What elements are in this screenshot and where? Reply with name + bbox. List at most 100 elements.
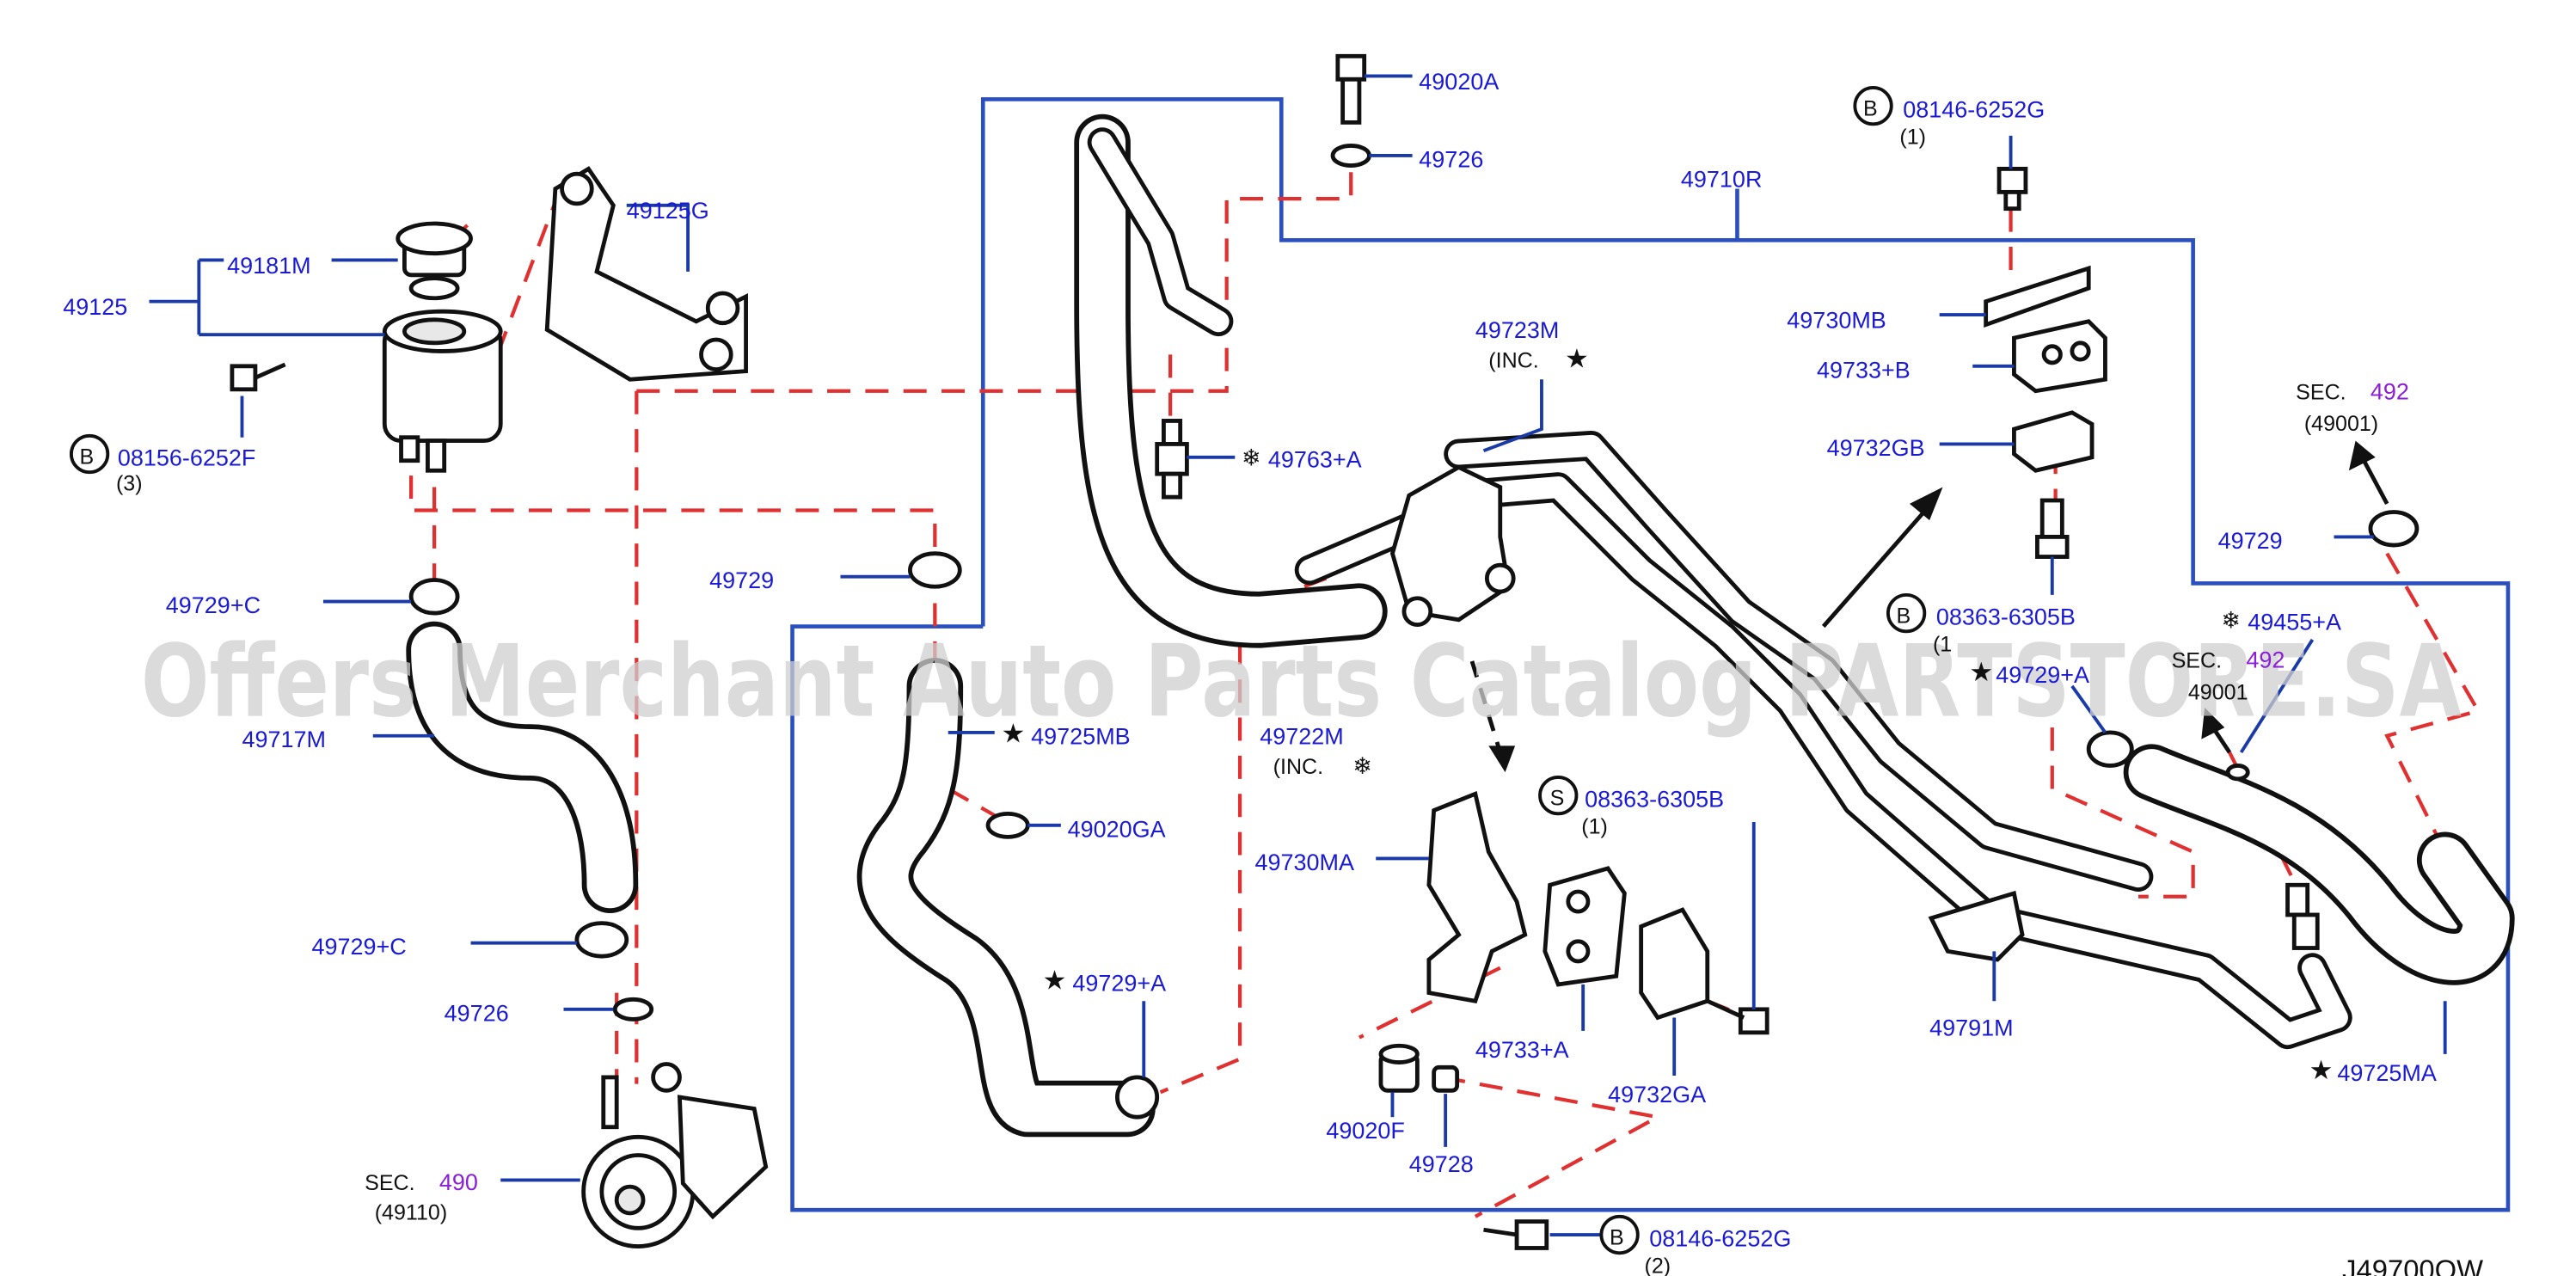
collar-49728 [1432, 1064, 1460, 1093]
label-49732GB[interactable]: 49732GB [1827, 435, 1925, 461]
badge-b-08146-low: B [1599, 1214, 1640, 1255]
label-49455A[interactable]: 49455+A [2248, 609, 2341, 635]
label-49710R[interactable]: 49710R [1681, 167, 1763, 193]
label-49020F[interactable]: 49020F [1326, 1118, 1405, 1144]
label-49729-mid[interactable]: 49729 [709, 567, 774, 593]
label-49125[interactable]: 49125 [63, 294, 127, 320]
reservoir-cap [396, 221, 473, 301]
star-icon: ★ [2309, 1055, 2334, 1085]
snowflake-icon: ❄ [2221, 607, 2241, 633]
label-49723M-inc: (INC. [1488, 349, 1538, 373]
snowflake-icon: ❄ [1352, 753, 1372, 779]
label-49729C-2[interactable]: 49729+C [311, 934, 406, 960]
label-49722M-inc: (INC. [1273, 755, 1323, 779]
clamp-49729-right [2086, 510, 2420, 768]
label-49733B[interactable]: 49733+B [1817, 357, 1911, 383]
label-49020GA[interactable]: 49020GA [1068, 816, 1166, 842]
bolt-08156 [230, 362, 286, 392]
sec-492b-link[interactable]: 492 [2246, 647, 2285, 673]
sec-492-link[interactable]: 492 [2371, 378, 2409, 404]
hose-clamps-left [408, 551, 1160, 1120]
arrow-icon [1469, 440, 2389, 773]
sec-490-sub: (49110) [375, 1201, 447, 1225]
svg-text:B: B [1610, 1226, 1624, 1250]
hoses-and-pipes [406, 113, 2515, 1138]
bolt-08363-B [2035, 498, 2070, 559]
bolt-08146-low [1483, 1219, 1549, 1250]
badge-b-08156: B [69, 433, 110, 475]
clamp-49733A [1543, 866, 1627, 987]
star-icon: ★ [1001, 718, 1025, 748]
clamp-49791M [1928, 890, 2025, 962]
label-49125G[interactable]: 49125G [627, 198, 709, 224]
reservoir-bracket [544, 166, 748, 382]
label-49729A-right[interactable]: 49729+A [1996, 662, 2089, 688]
label-49791M[interactable]: 49791M [1929, 1015, 2014, 1041]
connector-49763A [1155, 419, 1189, 500]
label-49729C-1[interactable]: 49729+C [166, 592, 261, 618]
star-icon: ★ [1969, 657, 1993, 687]
badge-s-08363: S [1538, 776, 1579, 816]
label-49723M[interactable]: 49723M [1475, 317, 1560, 343]
svg-text:B: B [1863, 97, 1878, 121]
power-steering-pump [581, 1062, 769, 1248]
star-icon: ★ [1043, 966, 1067, 996]
label-49181M[interactable]: 49181M [227, 253, 311, 279]
badge-b-08146-top: B [1853, 85, 1893, 126]
label-49726-low[interactable]: 49726 [445, 1000, 509, 1026]
label-08363-b-qty: (1 [1933, 632, 1952, 656]
star-icon: ★ [1565, 344, 1589, 374]
label-49729A[interactable]: 49729+A [1072, 971, 1166, 997]
label-49732GA[interactable]: 49732GA [1608, 1082, 1706, 1107]
svg-text:S: S [1550, 787, 1565, 811]
label-08363-6305B-b[interactable]: 08363-6305B [1936, 604, 2076, 630]
label-49763A[interactable]: 49763+A [1268, 446, 1362, 472]
dashed-guides [409, 172, 2481, 1218]
washers [612, 143, 2250, 1021]
sec-492b-sub: 49001 [2188, 680, 2248, 704]
leader-lines [149, 74, 2447, 1236]
label-49717M[interactable]: 49717M [242, 727, 326, 752]
label-08363-s-qty: (1) [1581, 814, 1608, 838]
union-block [1389, 464, 1516, 627]
label-49729-right[interactable]: 49729 [2218, 528, 2283, 554]
clamp-49733B [2012, 319, 2107, 394]
label-49728[interactable]: 49728 [1409, 1151, 1474, 1177]
label-08146-6252G-top[interactable]: 08146-6252G [1903, 97, 2045, 123]
label-49020A[interactable]: 49020A [1419, 69, 1499, 95]
snowflake-icon: ❄ [1242, 445, 1261, 470]
part-labels: 49125 49181M 49125G B 08156-6252F (3) 49… [63, 69, 2483, 1276]
reservoir-tank [382, 309, 503, 473]
label-49725MA[interactable]: 49725MA [2337, 1060, 2437, 1086]
plate-49730MB [1984, 265, 2091, 328]
svg-text:B: B [80, 445, 95, 469]
badge-b-08363: B [1886, 592, 1927, 634]
watermark: Offers Merchant Auto Parts Catalog PARTS… [141, 625, 2462, 740]
bolt-08146-top [1996, 166, 2028, 212]
label-08146-6252G-low[interactable]: 08146-6252G [1649, 1226, 1791, 1252]
label-49733A[interactable]: 49733+A [1475, 1037, 1569, 1063]
bracket-49730MA [1426, 790, 1528, 1003]
bolt-08363-S [1706, 999, 1769, 1035]
label-08156-6252F[interactable]: 08156-6252F [118, 445, 256, 470]
label-08156-qty: (3) [116, 471, 143, 495]
grommet-49020F [1378, 1043, 1420, 1093]
assembly-frame [790, 97, 2511, 1212]
bracket-49732GB [2012, 410, 2095, 473]
label-49725MB[interactable]: 49725MB [1031, 723, 1131, 749]
label-08146-low-qty: (2) [1645, 1254, 1671, 1276]
sec-492-sub: (49001) [2304, 412, 2378, 436]
label-08363-6305B-s[interactable]: 08363-6305B [1585, 787, 1724, 813]
svg-text:B: B [1897, 604, 1911, 629]
label-49722M[interactable]: 49722M [1260, 723, 1344, 749]
label-49730MA[interactable]: 49730MA [1254, 850, 1354, 875]
label-08146-top-qty: (1) [1899, 125, 1926, 149]
label-49730MB[interactable]: 49730MB [1787, 307, 1886, 333]
sec-490-prefix: SEC. [365, 1171, 414, 1195]
sec-492b-prefix: SEC. [2172, 649, 2222, 673]
fitting-49725MA [2285, 882, 2320, 950]
label-49726-top[interactable]: 49726 [1419, 146, 1483, 172]
sec-490-link[interactable]: 490 [439, 1169, 478, 1195]
diagram-code: J49700QW [2342, 1254, 2483, 1276]
